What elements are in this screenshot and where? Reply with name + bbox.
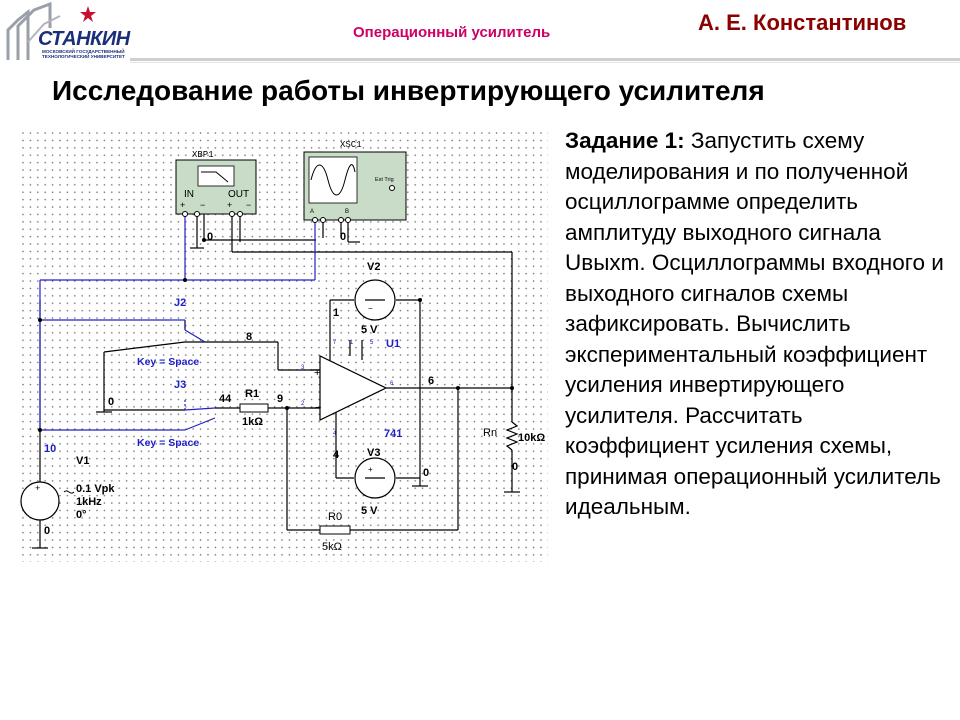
node-label-1: 1	[333, 307, 339, 319]
bode-name: XBP1	[192, 150, 214, 160]
stankin-logo-graphic	[6, 1, 96, 60]
v3-plus: +	[368, 465, 373, 474]
resistor-r0[interactable]: R0 5kΩ	[319, 511, 351, 553]
author-name: А. Е. Константинов	[698, 10, 907, 35]
pin-4: 4	[333, 431, 337, 437]
opamp-name: U1	[386, 338, 400, 350]
pin-3: 3	[301, 365, 305, 371]
node-label-10: 10	[44, 443, 56, 455]
scope-channel-a: A	[310, 209, 314, 215]
oscilloscope[interactable]: XSC1 Ext Trig A B	[303, 140, 407, 223]
v3-name: V3	[367, 447, 380, 459]
node-label-0e: 0	[512, 461, 518, 473]
v2-minus: −	[368, 304, 373, 313]
junctions	[38, 238, 514, 432]
opamp-plus: +	[314, 367, 320, 379]
node-label-6: 6	[428, 375, 434, 387]
node-label-0a: 0	[207, 231, 213, 243]
node-label-0b: 0	[340, 231, 346, 243]
bode-out-minus: −	[246, 200, 251, 210]
bode-out-plus: +	[227, 200, 232, 210]
node-label-0d: 0	[423, 467, 429, 479]
slide-title: Исследование работы инвертирующего усили…	[52, 75, 765, 106]
v1-name: V1	[76, 455, 89, 467]
subject-title: Операционный усилитель	[353, 24, 551, 41]
logo-subtext: МОСКОВСКИЙ ГОСУДАРСТВЕННЫЙ ТЕХНОЛОГИЧЕСК…	[42, 49, 125, 59]
rn-name: Rn	[483, 427, 497, 439]
j2-label: J2	[174, 297, 186, 309]
scope-ext-trig: Ext Trig	[375, 177, 394, 183]
blue-wires	[39, 214, 316, 431]
v3-value: 5 V	[361, 505, 378, 517]
pin-2: 2	[301, 401, 305, 407]
scope-channel-b: B	[345, 209, 349, 215]
v1-amplitude: 0.1 Vpk	[76, 483, 115, 495]
node-label-0f: 0	[44, 525, 50, 537]
bode-in-label: IN	[184, 189, 194, 200]
bode-out-label: OUT	[228, 189, 249, 200]
node-label-44: 44	[219, 393, 232, 405]
header-rule-thin	[130, 62, 960, 63]
r1-name: R1	[245, 388, 259, 400]
logo-word: СТАНКИН	[38, 28, 130, 50]
r0-value: 5kΩ	[322, 541, 342, 553]
switch-j2[interactable]: J2 Key = Space	[137, 297, 206, 368]
v1-phase: 0°	[76, 509, 87, 521]
pin-7: 7	[333, 340, 337, 346]
opamp-minus: −	[315, 402, 321, 414]
dc-source-v2[interactable]: V2 5 V	[354, 261, 396, 336]
node-label-9: 9	[277, 393, 283, 405]
black-wires	[32, 214, 520, 549]
bode-in-plus: +	[180, 200, 185, 210]
v2-value: 5 V	[361, 324, 378, 336]
node-label-4: 4	[333, 449, 340, 461]
r1-value: 1kΩ	[242, 416, 263, 428]
opamp-u1[interactable]: + − U1 741 7 1 5 3 2 6 4	[301, 338, 402, 440]
resistor-rn[interactable]: Rn 10kΩ	[483, 421, 545, 451]
circuit-diagram: XBP1 IN OUT + − + − XSC1 Ext Trig A B J2…	[20, 130, 548, 562]
stankin-logo: СТАНКИН МОСКОВСКИЙ ГОСУДАРСТВЕННЫЙ ТЕХНО…	[4, 1, 130, 64]
task-text: Запустить схему моделирования и по получ…	[565, 128, 944, 519]
v2-name: V2	[367, 261, 380, 273]
header-rule	[130, 58, 960, 61]
pin-1: 1	[350, 340, 354, 346]
dc-source-v3[interactable]: V3 5 V	[354, 447, 396, 517]
v1-frequency: 1kHz	[76, 496, 102, 508]
resistor-r1[interactable]: R1 1kΩ	[239, 388, 269, 428]
j2-key: Key = Space	[137, 356, 199, 368]
bode-in-minus: −	[200, 200, 205, 210]
task-label: Задание 1:	[565, 128, 685, 153]
v1-plus: +	[35, 483, 40, 493]
bode-plotter[interactable]: XBP1 IN OUT + − + −	[175, 150, 257, 217]
node-labels: 0 0 8 0 44 9 6 1 4 0 0 0 10	[44, 231, 518, 537]
rn-value: 10kΩ	[518, 432, 545, 444]
ac-source-v1[interactable]: V1 0.1 Vpk 1kHz 0°	[20, 455, 115, 521]
node-label-0c: 0	[108, 396, 114, 408]
node-label-8: 8	[246, 331, 252, 343]
scope-name: XSC1	[340, 140, 362, 150]
j3-label: J3	[174, 379, 186, 391]
pin-6: 6	[390, 381, 394, 387]
task-description: Задание 1: Запустить схему моделирования…	[565, 126, 950, 523]
r0-name: R0	[328, 511, 342, 523]
switch-j3[interactable]: J3 Key = Space	[137, 379, 216, 449]
j3-key: Key = Space	[137, 437, 199, 449]
opamp-model: 741	[384, 428, 402, 440]
grid-background	[20, 130, 548, 562]
pin-5: 5	[370, 340, 374, 346]
